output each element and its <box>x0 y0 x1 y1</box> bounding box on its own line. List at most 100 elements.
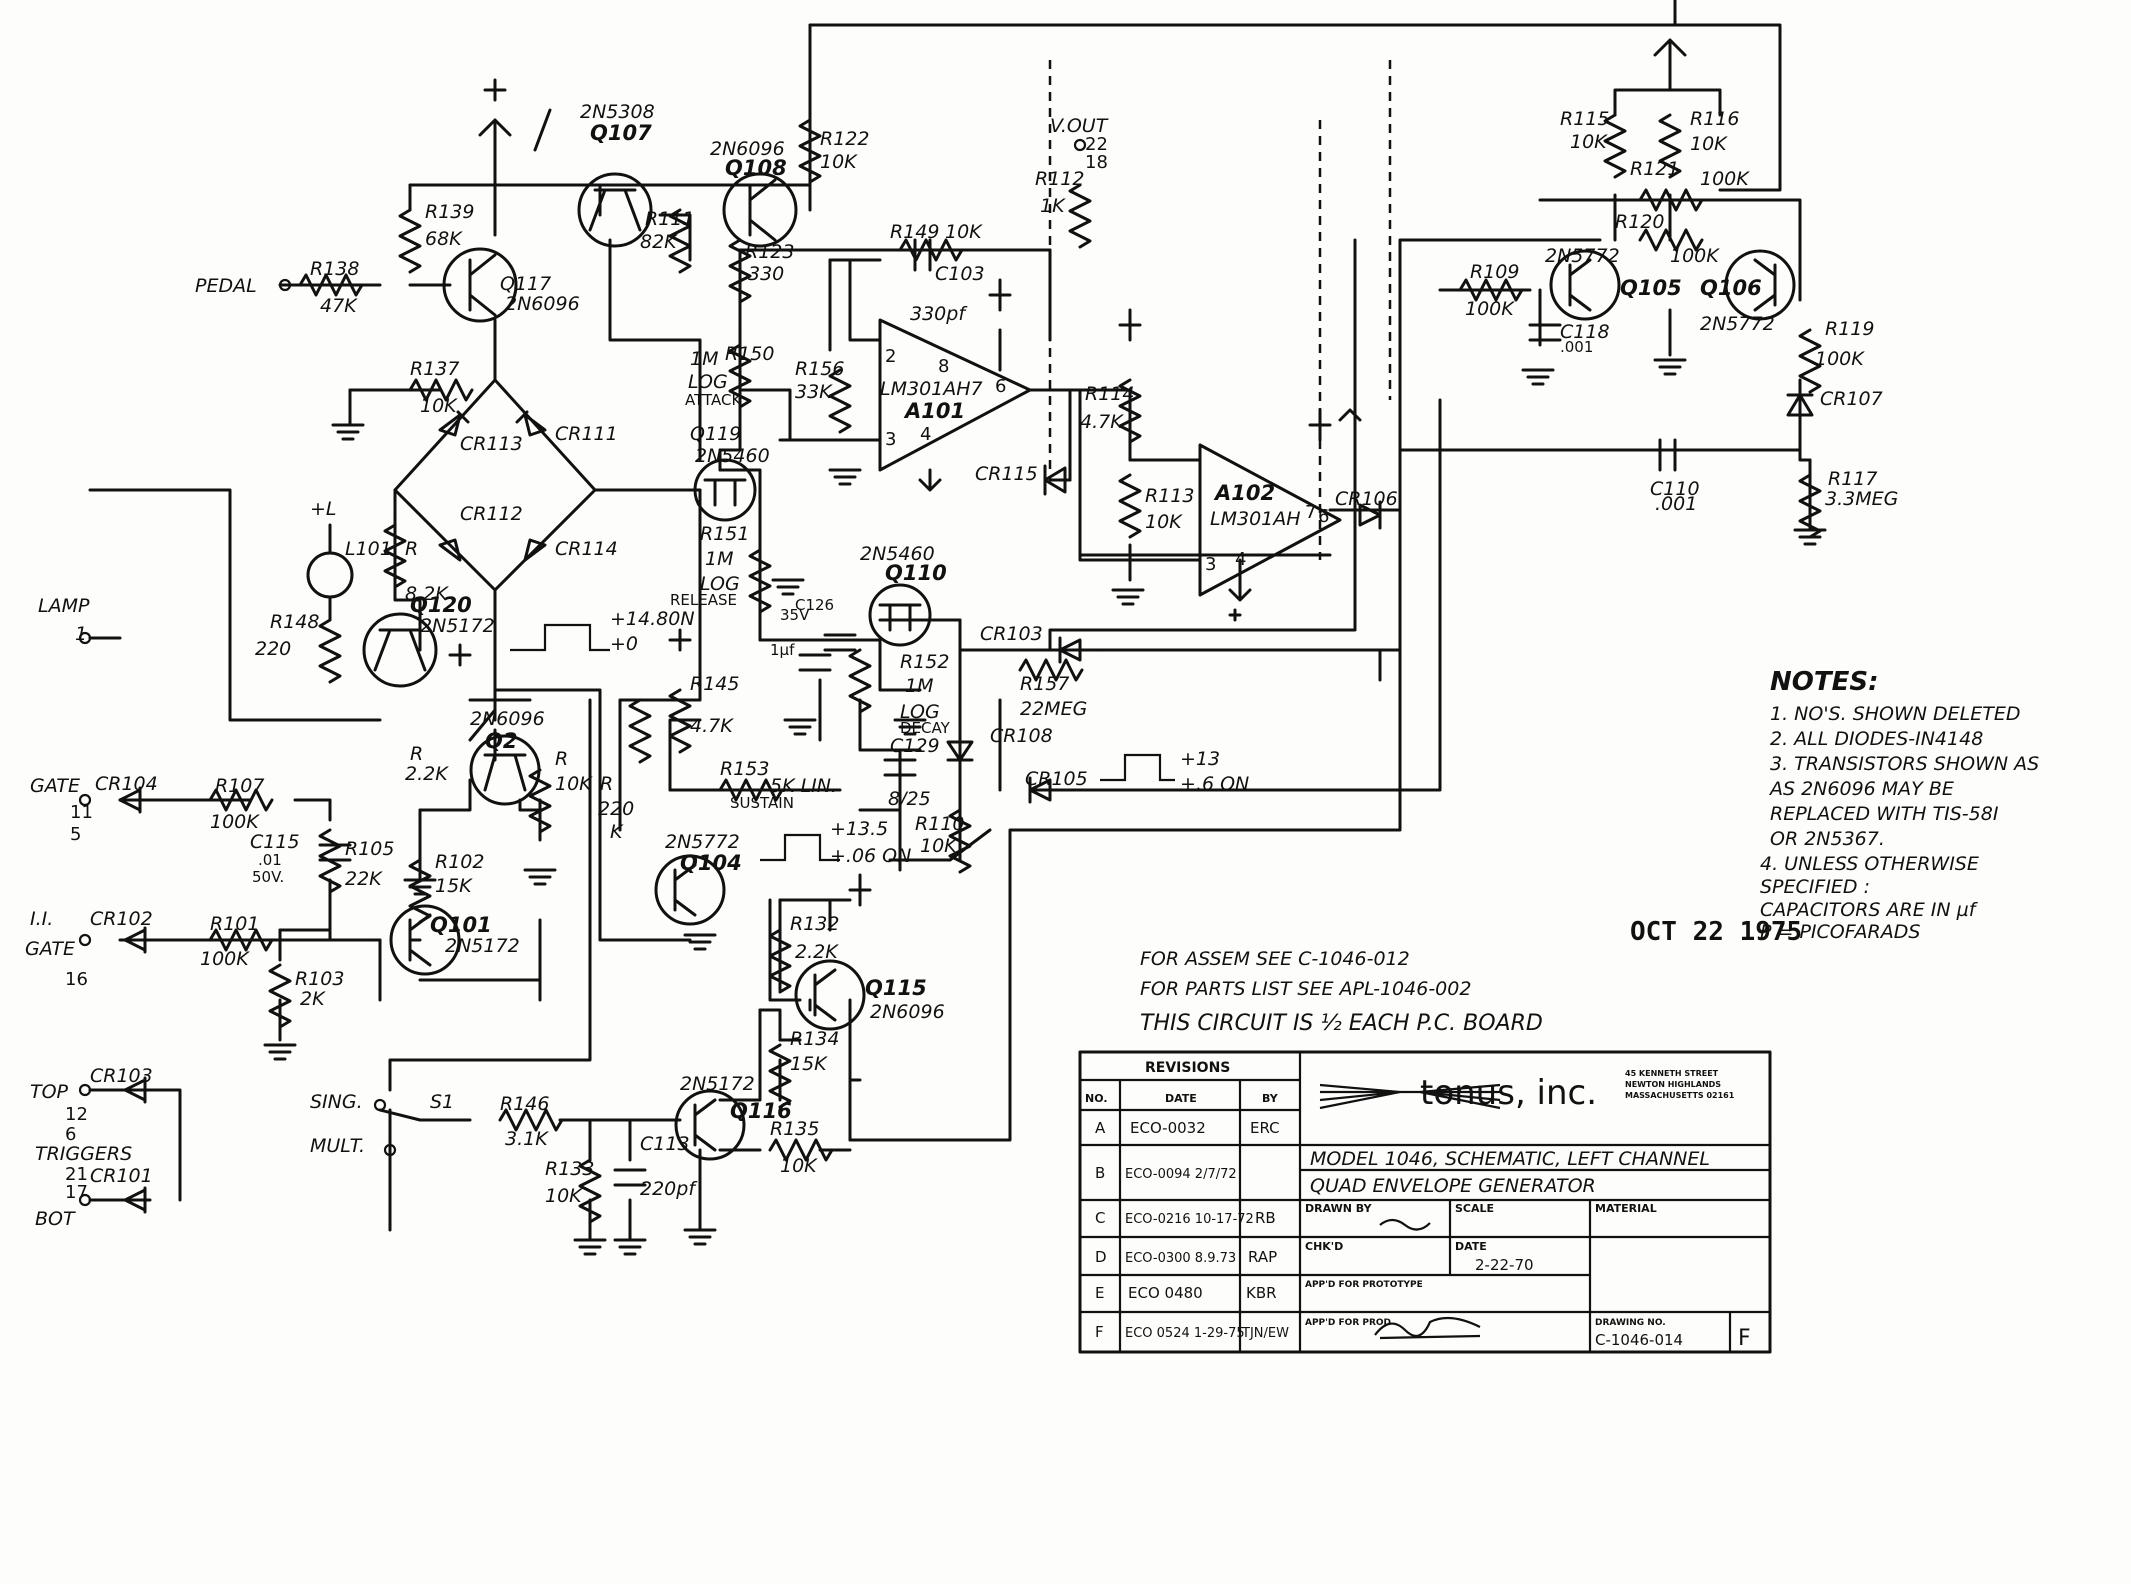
tb-row-f-no: F <box>1095 1323 1104 1341</box>
r157-ref: R157 <box>1020 673 1069 695</box>
tb-address-2: NEWTON HIGHLANDS <box>1625 1080 1721 1089</box>
received-stamp: OCT 22 1975 <box>1630 917 1802 947</box>
label-sing: SING. <box>310 1091 363 1113</box>
label-trig-pin-21: 21 <box>65 1164 88 1185</box>
r103-ref: R103 <box>295 968 344 990</box>
resistors <box>208 113 1822 1224</box>
r135-ref: R135 <box>770 1118 819 1140</box>
r133-ref: R133 <box>545 1158 594 1180</box>
r111-ref: R111 <box>645 208 694 230</box>
pulse1-top: +14.80N <box>610 608 695 630</box>
c118-val: .001 <box>1560 338 1593 356</box>
cr108-ref: CR108 <box>990 725 1053 747</box>
signature <box>1374 1316 1481 1340</box>
r117-val: 3.3MEG <box>1825 488 1898 510</box>
lamp <box>306 523 354 622</box>
r156-ref: R156 <box>795 358 844 380</box>
label-int-gate-pin: 16 <box>65 969 88 990</box>
r150-log: LOG <box>688 371 728 393</box>
r156-val: 33K <box>795 381 833 403</box>
r112-val: 1K <box>1040 195 1066 217</box>
wires <box>88 23 1812 1242</box>
pulse-waveforms <box>510 623 1175 862</box>
r137-val: 10K <box>420 395 458 417</box>
pulse1-bot: +0 <box>610 633 638 655</box>
tb-rev: F <box>1738 1326 1751 1351</box>
tb-date-val: 2-22-70 <box>1475 1256 1534 1274</box>
r134-ref: R134 <box>790 1028 839 1050</box>
label-int-gate-2: GATE <box>25 938 75 960</box>
r116-ref: R116 <box>1690 108 1739 130</box>
r110-val: 10K <box>920 835 958 857</box>
c115-val: .01 <box>258 851 282 869</box>
r113-val: 10K <box>1145 511 1183 533</box>
tb-scale: SCALE <box>1455 1202 1494 1215</box>
cr114-ref: CR114 <box>555 538 618 560</box>
label-lamp: LAMP <box>38 595 90 617</box>
pulse3-bot: +.06 ON <box>830 845 911 867</box>
transistors <box>362 172 1796 1161</box>
capacitors <box>318 238 1677 1187</box>
r107-val: 100K <box>210 811 260 833</box>
r109-val: 100K <box>1465 298 1515 320</box>
cr104-ref: CR104 <box>95 773 158 795</box>
r1xx-ref: R <box>405 538 418 560</box>
notes-line-1: 1. NO'S. SHOWN DELETED <box>1770 703 2021 725</box>
r1c-ref: R <box>555 748 568 770</box>
q2-ref: Q2 <box>485 729 517 753</box>
r148-val: 220 <box>255 638 291 660</box>
r1xx-val: 8.2K <box>405 583 449 605</box>
q106-ref: Q106 <box>1700 276 1762 300</box>
r120-ref: R120 <box>1615 211 1664 233</box>
tb-col-date: DATE <box>1165 1092 1197 1105</box>
r120-val: 100K <box>1670 245 1720 267</box>
r153-ref: R153 <box>720 758 769 780</box>
ref-assembly: FOR ASSEM SEE C-1046-012 <box>1140 948 1410 970</box>
cr112-ref: CR112 <box>460 503 523 525</box>
a101-pin-4: 4 <box>920 424 931 445</box>
tb-appd-proto: APP'D FOR PROTOTYPE <box>1305 1280 1423 1290</box>
r145-ref: R145 <box>690 673 739 695</box>
label-vout: V.OUT <box>1050 115 1109 137</box>
tb-row-a-by: ERC <box>1250 1119 1280 1137</box>
label-gate-pin-5: 5 <box>70 824 81 845</box>
a102-pin-3: 3 <box>1205 554 1216 575</box>
tb-row-d-date: ECO-0300 8.9.73 <box>1125 1251 1236 1266</box>
terminals <box>78 138 1087 1207</box>
r109-ref: R109 <box>1470 261 1519 283</box>
q119-ref: Q119 <box>690 423 741 445</box>
tb-chkd: CHK'D <box>1305 1240 1343 1253</box>
diodes <box>118 393 1814 1214</box>
r113-ref: R113 <box>1145 485 1194 507</box>
q108-ref: Q108 <box>725 156 787 180</box>
r1c-val: 10K <box>555 773 593 795</box>
tb-row-e-date: ECO 0480 <box>1128 1284 1203 1302</box>
q105-type: 2N5772 <box>1545 245 1620 267</box>
c120-ref: C126 <box>795 596 834 614</box>
a102-pin-4: 4 <box>1235 549 1246 570</box>
a101-pin-3: 3 <box>885 429 896 450</box>
r1b-val: 2.2K <box>405 763 449 785</box>
r153-val: 5K LIN. <box>770 775 837 797</box>
r137-ref: R137 <box>410 358 459 380</box>
l101-plus: +L <box>310 498 337 520</box>
cr115-ref: CR115 <box>975 463 1038 485</box>
notes-line-4: AS 2N6096 MAY BE <box>1768 778 1954 800</box>
label-top-pin-6: 6 <box>65 1124 76 1145</box>
tb-date-label: DATE <box>1455 1240 1487 1253</box>
op-amps <box>878 318 1342 597</box>
cr107-ref: CR107 <box>1820 388 1883 410</box>
r111-val: 82K <box>640 231 678 253</box>
r151-ref: R151 <box>700 523 749 545</box>
r115-val: 10K <box>1570 131 1608 153</box>
r149-val: 10K <box>945 221 983 243</box>
q107-ref: Q107 <box>590 121 652 145</box>
r123-val: 330 <box>748 263 784 285</box>
tb-row-c-date: ECO-0216 10-17-72 <box>1125 1212 1254 1227</box>
r102-ref: R102 <box>435 851 484 873</box>
q106-type: 2N5772 <box>1700 313 1775 335</box>
r105-ref: R105 <box>345 838 394 860</box>
label-mult: MULT. <box>310 1135 365 1157</box>
r107-ref: R107 <box>215 775 264 797</box>
